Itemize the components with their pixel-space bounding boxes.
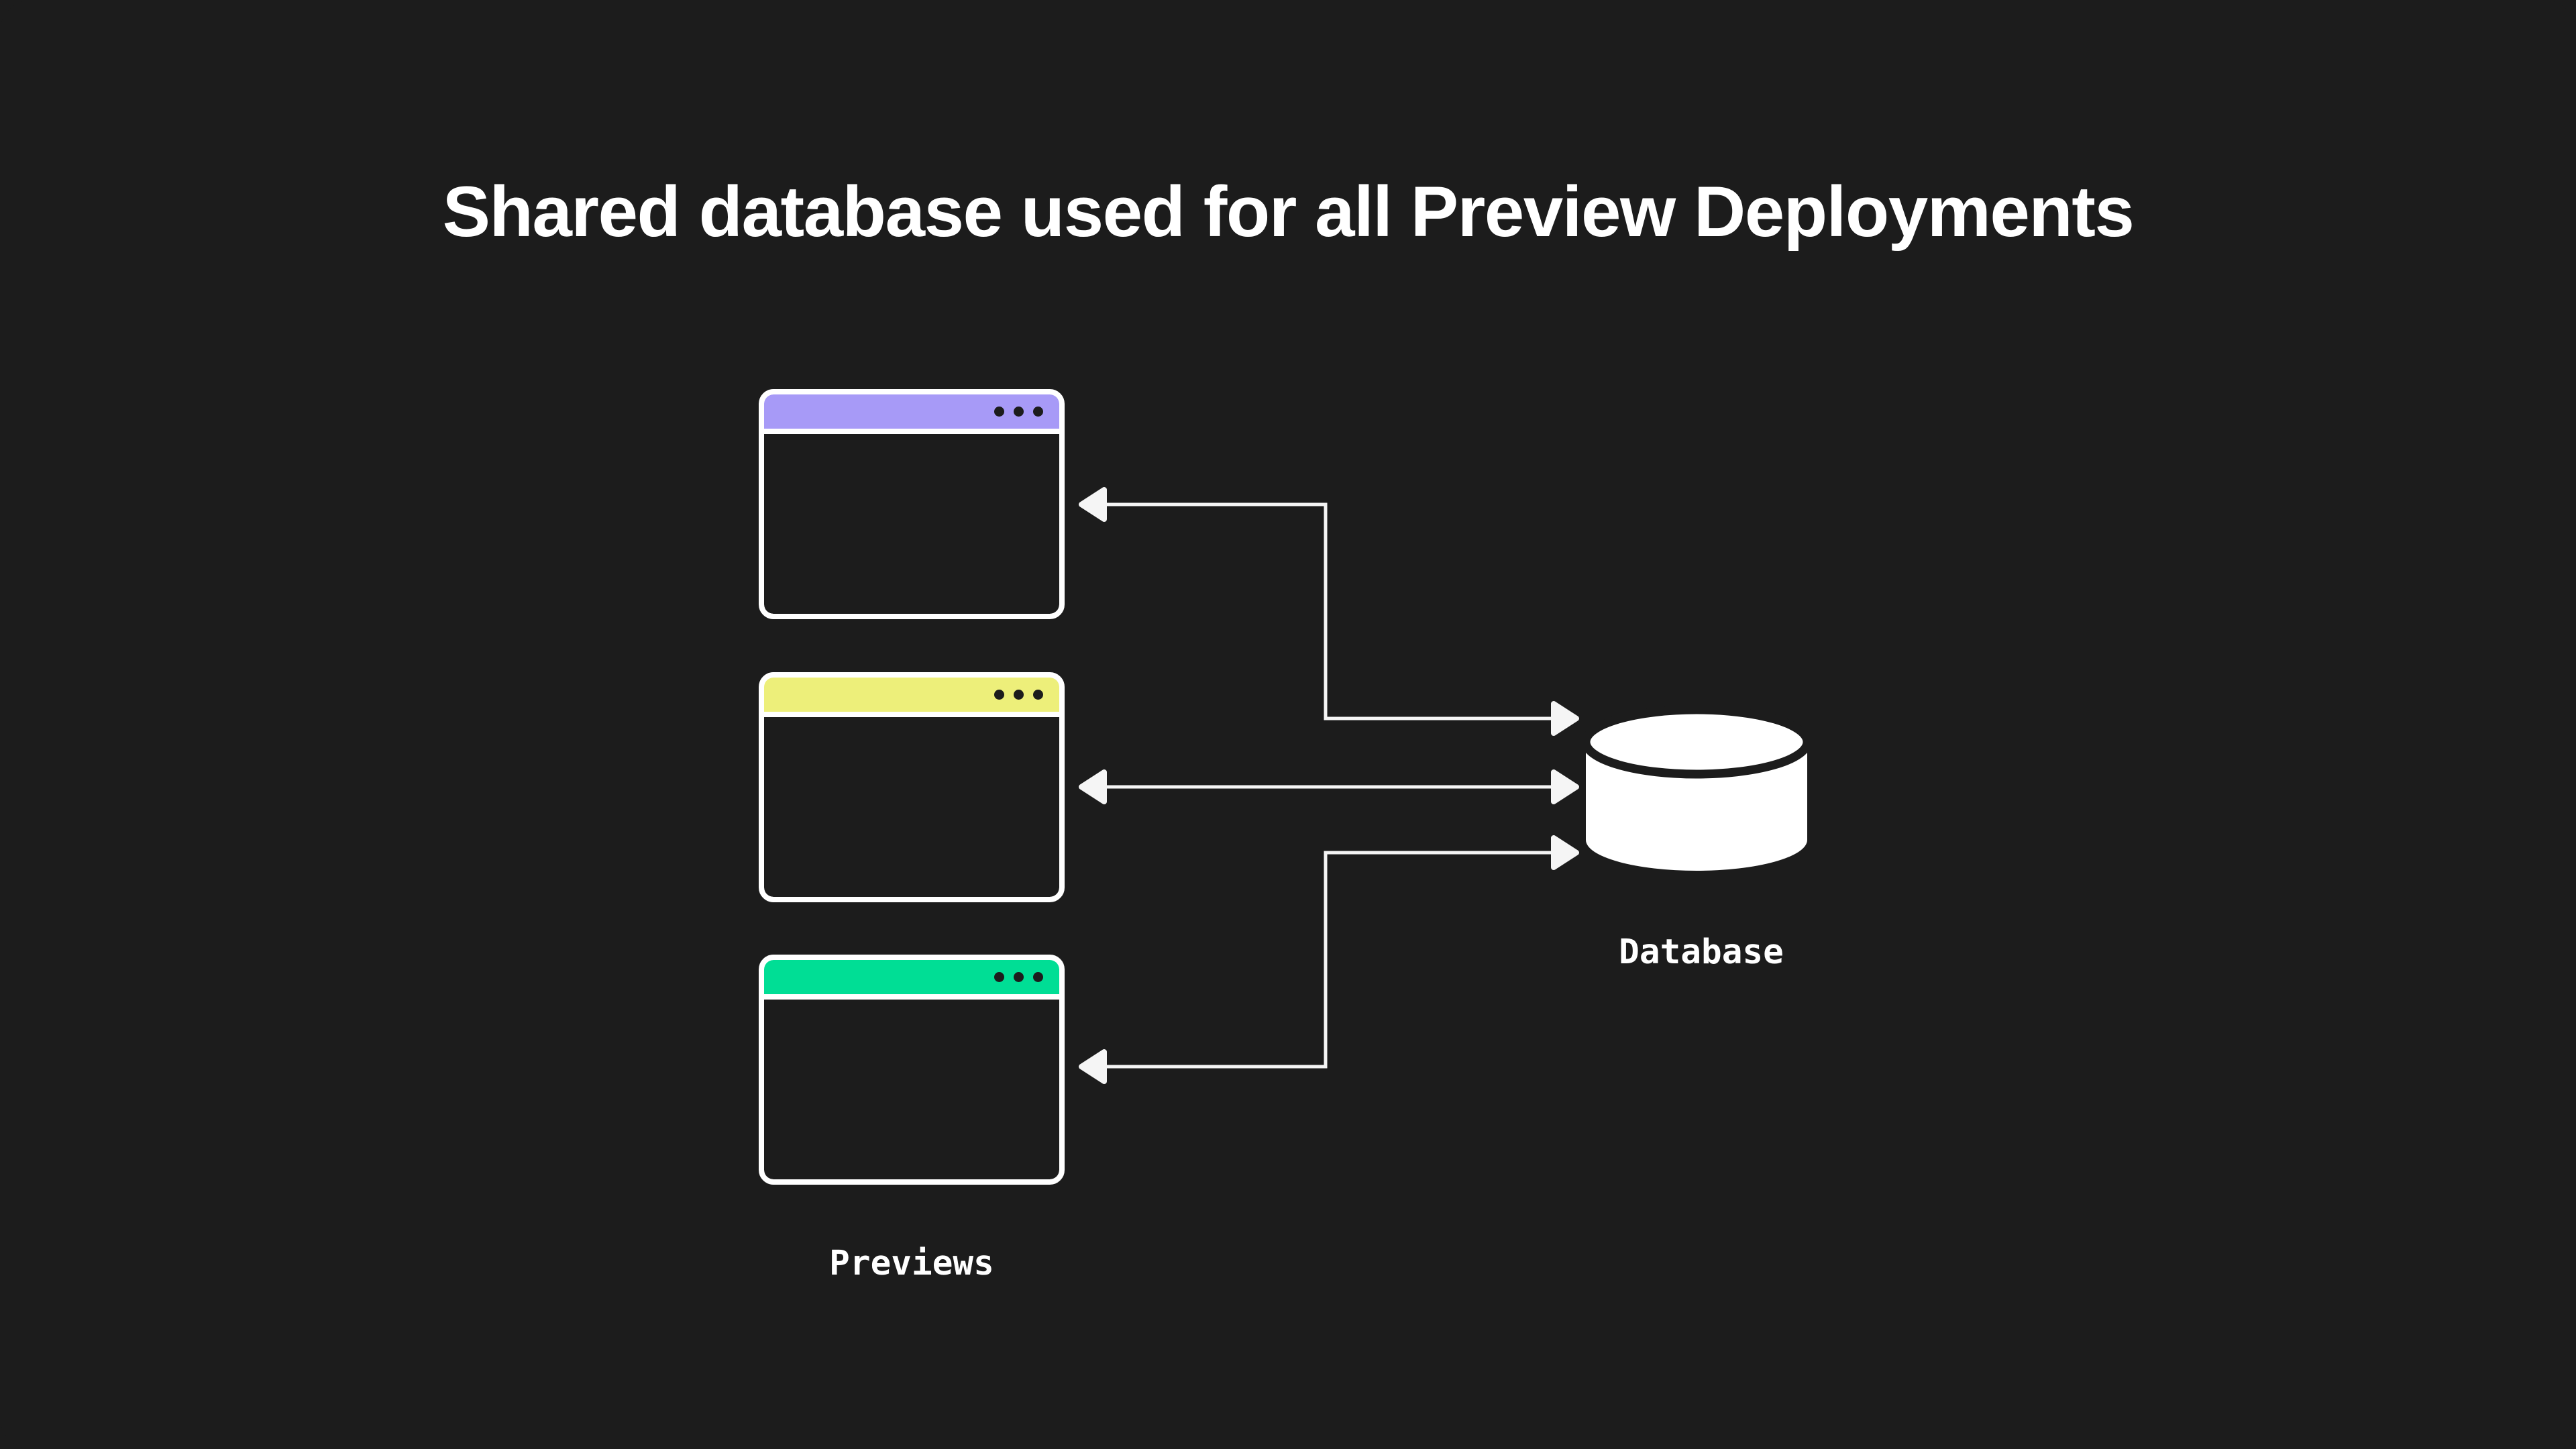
window-dots-icon bbox=[994, 972, 1043, 982]
preview-window-1 bbox=[759, 389, 1065, 619]
arrowhead-left-icon bbox=[1079, 487, 1107, 522]
window-header bbox=[764, 960, 1059, 994]
preview-window-2 bbox=[759, 672, 1065, 902]
arrow-bottom-elbow bbox=[1104, 851, 1554, 1069]
arrow-top-elbow bbox=[1104, 502, 1554, 720]
window-body bbox=[764, 434, 1059, 614]
window-dots-icon bbox=[994, 690, 1043, 700]
window-dots-icon bbox=[994, 407, 1043, 417]
arrowhead-left-icon bbox=[1079, 1049, 1107, 1084]
window-body bbox=[764, 717, 1059, 897]
window-header bbox=[764, 394, 1059, 429]
arrowhead-right-icon bbox=[1551, 835, 1579, 870]
arrowhead-right-icon bbox=[1551, 701, 1579, 736]
window-body bbox=[764, 1000, 1059, 1179]
database-cylinder-icon bbox=[1582, 705, 1811, 871]
arrowhead-left-icon bbox=[1079, 769, 1107, 804]
preview-window-3 bbox=[759, 955, 1065, 1185]
arrowhead-right-icon bbox=[1551, 769, 1579, 804]
database-label: Database bbox=[1619, 932, 1784, 972]
window-header bbox=[764, 678, 1059, 712]
page-title: Shared database used for all Preview Dep… bbox=[442, 171, 2135, 252]
previews-label: Previews bbox=[829, 1244, 994, 1283]
